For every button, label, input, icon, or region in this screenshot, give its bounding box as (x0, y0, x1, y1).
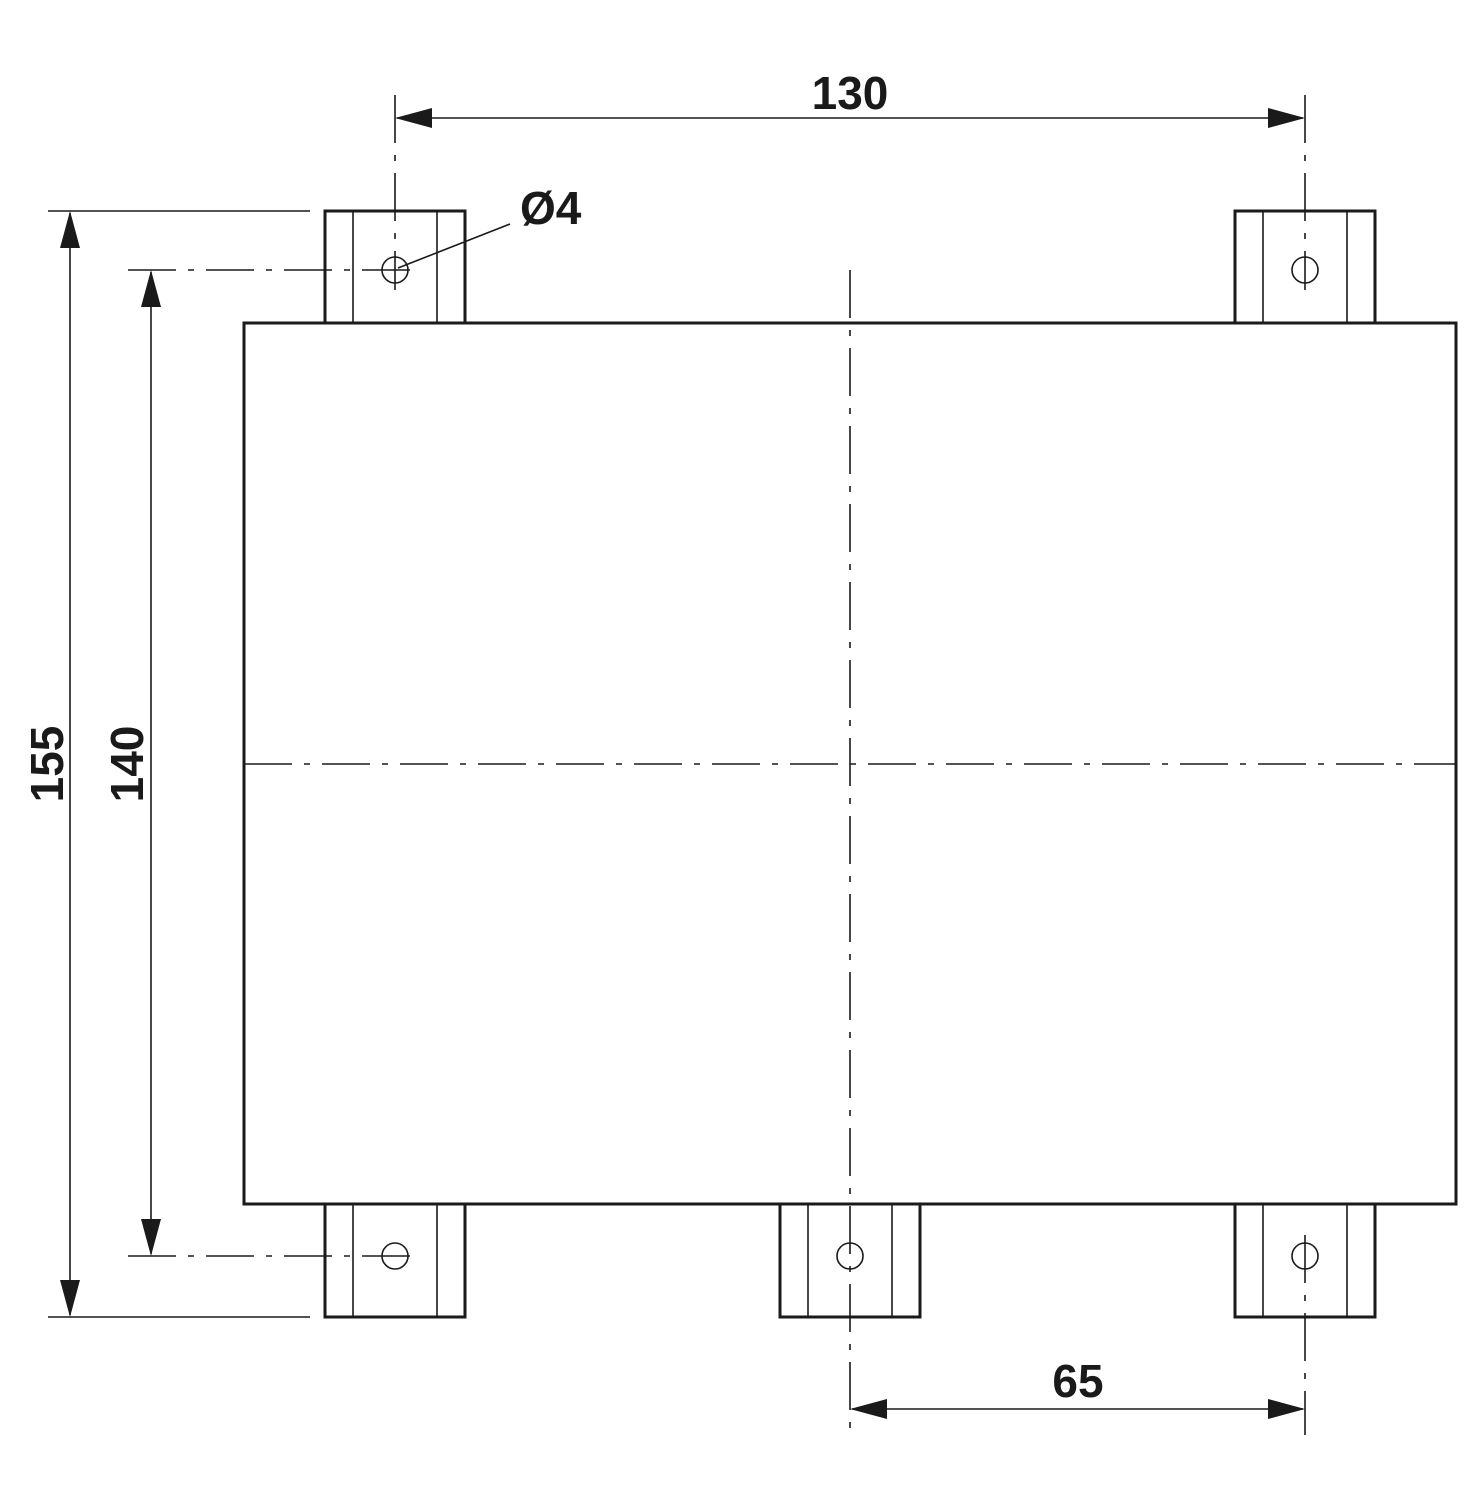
dimension-label-65: 65 (1052, 1355, 1103, 1407)
hole-diameter-label: Ø4 (520, 182, 582, 234)
dimension-label-140: 140 (101, 726, 153, 803)
dimension-130 (395, 108, 1305, 128)
dimension-label-130: 130 (812, 67, 889, 119)
hole-diameter-leader (397, 223, 511, 269)
dimension-155 (60, 211, 80, 1317)
dimension-140 (141, 270, 161, 1256)
dimension-65 (850, 1399, 1305, 1419)
dimension-label-155: 155 (21, 726, 73, 803)
mounting-tab-bottom-left (323, 1204, 467, 1319)
